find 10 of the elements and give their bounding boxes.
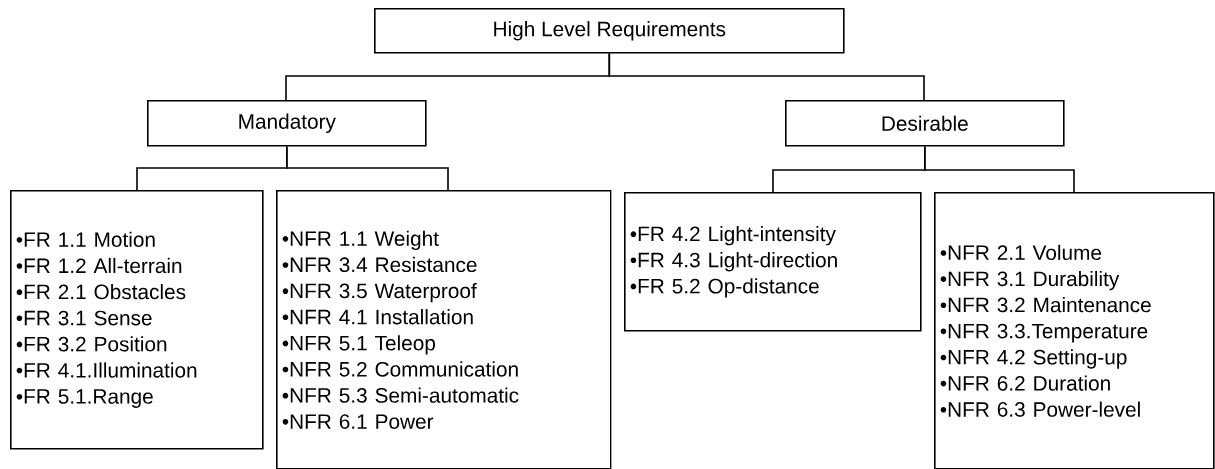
requirement-list-box: •FR 4.2 Light-intensity •FR 4.3 Light-direction •FR 5.2 Op-distance	[624, 192, 922, 332]
connector-line	[924, 145, 1075, 193]
heading-box: Mandatory	[147, 100, 427, 147]
requirement-list-box: •NFR 1.1 Weight •NFR 3.4 Resistance •NFR 3.5 Waterproof •NFR 4.1 Installation •NFR 5.1 Teleop •NFR 5.2 Communication •NFR 5.3 Semi-automatic •NFR 6.1 Power	[276, 190, 612, 469]
heading-box: Desirable	[785, 100, 1065, 147]
heading-box: High Level Requirements	[374, 8, 845, 54]
requirement-list-box: •NFR 2.1 Volume •NFR 3.1 Durability •NFR 3.2 Maintenance •NFR 3.3.Temperature •NFR 4.2 Setting-up •NFR 6.2 Duration •NFR 6.3 Power-level	[934, 192, 1215, 469]
connector-line	[286, 145, 449, 191]
requirement-list-box: •FR 1.1 Motion •FR 1.2 All-terrain •FR 2.1 Obstacles •FR 3.1 Sense •FR 3.2 Position •FR 4.1.Illumination •FR 5.1.Range	[10, 190, 264, 450]
connector-line	[608, 52, 925, 101]
